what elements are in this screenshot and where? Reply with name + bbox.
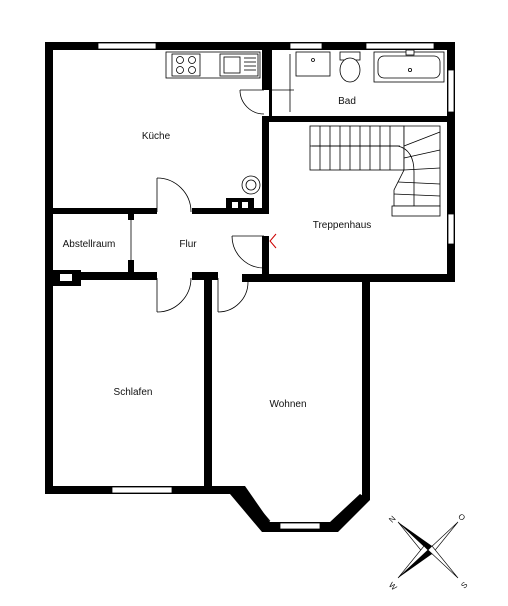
room-label-flur: Flur (179, 239, 197, 250)
bay-window (225, 486, 370, 532)
doors (130, 54, 294, 313)
windows (97, 42, 455, 494)
compass-n: N (387, 514, 398, 525)
compass-o: O (456, 512, 467, 523)
room-label-treppenhaus: Treppenhaus (313, 220, 372, 231)
interior-walls (53, 50, 455, 486)
compass-rose: N O S W (387, 512, 470, 593)
room-label-kueche: Küche (142, 131, 171, 142)
room-label-schlafen: Schlafen (114, 387, 153, 398)
position-marker (269, 233, 277, 249)
room-label-wohnen: Wohnen (269, 399, 306, 410)
compass-w: W (387, 580, 399, 592)
room-label-bad: Bad (338, 96, 356, 107)
kitchen-fixtures (165, 51, 261, 195)
staircase (309, 125, 441, 217)
room-label-abstellraum: Abstellraum (63, 239, 116, 250)
compass-s: S (459, 580, 469, 590)
outer-walls (45, 42, 455, 500)
bath-fixtures (295, 49, 445, 83)
